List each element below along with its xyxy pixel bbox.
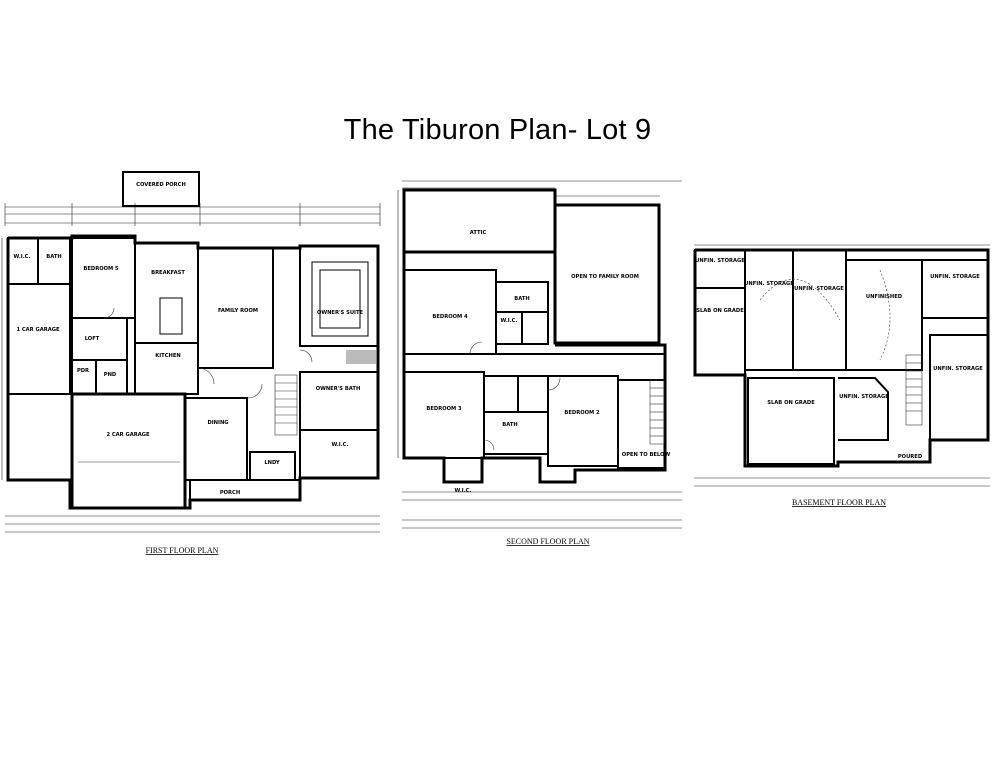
room-bath-second-top: BATH bbox=[514, 296, 529, 302]
room-wic-owner: W.I.C. bbox=[332, 442, 349, 448]
room-slab-garage-2: SLAB ON GRADE bbox=[767, 400, 815, 406]
room-bedroom-2: BEDROOM 2 bbox=[564, 410, 600, 416]
room-family-room: FAMILY ROOM bbox=[218, 308, 258, 314]
room-pnd: PND bbox=[104, 372, 117, 378]
room-wic-first: W.I.C. bbox=[14, 254, 31, 260]
page-title: The Tiburon Plan- Lot 9 bbox=[343, 114, 652, 146]
room-unfin-storage-2: UNFIN. STORAGE bbox=[744, 281, 794, 287]
room-dining: DINING bbox=[207, 420, 228, 426]
room-2-car-garage: 2 CAR GARAGE bbox=[106, 432, 150, 438]
room-bedroom-3: BEDROOM 3 bbox=[426, 406, 462, 412]
second-floor-plan: ATTIC OPEN TO FAMILY ROOM BEDROOM 4 BATH… bbox=[397, 180, 682, 546]
room-unfinished: UNFINISHED bbox=[866, 294, 903, 300]
caption-first-floor: FIRST FLOOR PLAN bbox=[146, 546, 219, 555]
room-owners-bath: OWNER'S BATH bbox=[316, 386, 361, 392]
caption-second-floor: SECOND FLOOR PLAN bbox=[506, 537, 589, 546]
room-breakfast: BREAKFAST bbox=[151, 270, 185, 276]
room-bedroom-4: BEDROOM 4 bbox=[432, 314, 468, 320]
room-porch: PORCH bbox=[220, 490, 240, 496]
room-unfin-storage-6: UNFIN. STORAGE bbox=[933, 366, 983, 372]
room-open-family: OPEN TO FAMILY ROOM bbox=[571, 274, 639, 280]
room-bedroom-5: BEDROOM 5 bbox=[83, 266, 119, 272]
room-unfin-storage-3: UNFIN. STORAGE bbox=[794, 286, 844, 292]
room-laundry: LNDY bbox=[264, 460, 280, 466]
room-covered-porch: COVERED PORCH bbox=[136, 182, 186, 188]
caption-basement: BASEMENT FLOOR PLAN bbox=[792, 498, 886, 507]
room-owners-suite: OWNER'S SUITE bbox=[317, 310, 364, 316]
first-floor-plan: COVERED PORCH W.I.C. BATH 1 CAR GARAGE B… bbox=[1, 171, 381, 555]
room-loft: LOFT bbox=[85, 336, 100, 342]
room-wic-second: W.I.C. bbox=[501, 318, 518, 324]
room-pdr: PDR bbox=[77, 368, 89, 374]
room-kitchen: KITCHEN bbox=[155, 353, 181, 359]
room-poured: POURED bbox=[898, 454, 923, 460]
room-unfin-storage-4: UNFIN. STORAGE bbox=[930, 274, 980, 280]
room-bath-second-mid: BATH bbox=[502, 422, 517, 428]
room-1-car-garage: 1 CAR GARAGE bbox=[16, 327, 60, 333]
basement-floor-plan: UNFIN. STORAGE SLAB ON GRADE UNFIN. STOR… bbox=[693, 244, 990, 507]
room-open-below: OPEN TO BELOW bbox=[622, 452, 671, 458]
room-wic-bottom: W.I.C. bbox=[455, 488, 472, 494]
room-unfin-storage-5: UNFIN. STORAGE bbox=[839, 394, 889, 400]
room-bath-first: BATH bbox=[46, 254, 61, 260]
room-slab-garage-1: SLAB ON GRADE bbox=[696, 308, 744, 314]
room-attic: ATTIC bbox=[470, 230, 487, 236]
room-unfin-storage-1: UNFIN. STORAGE bbox=[695, 258, 745, 264]
